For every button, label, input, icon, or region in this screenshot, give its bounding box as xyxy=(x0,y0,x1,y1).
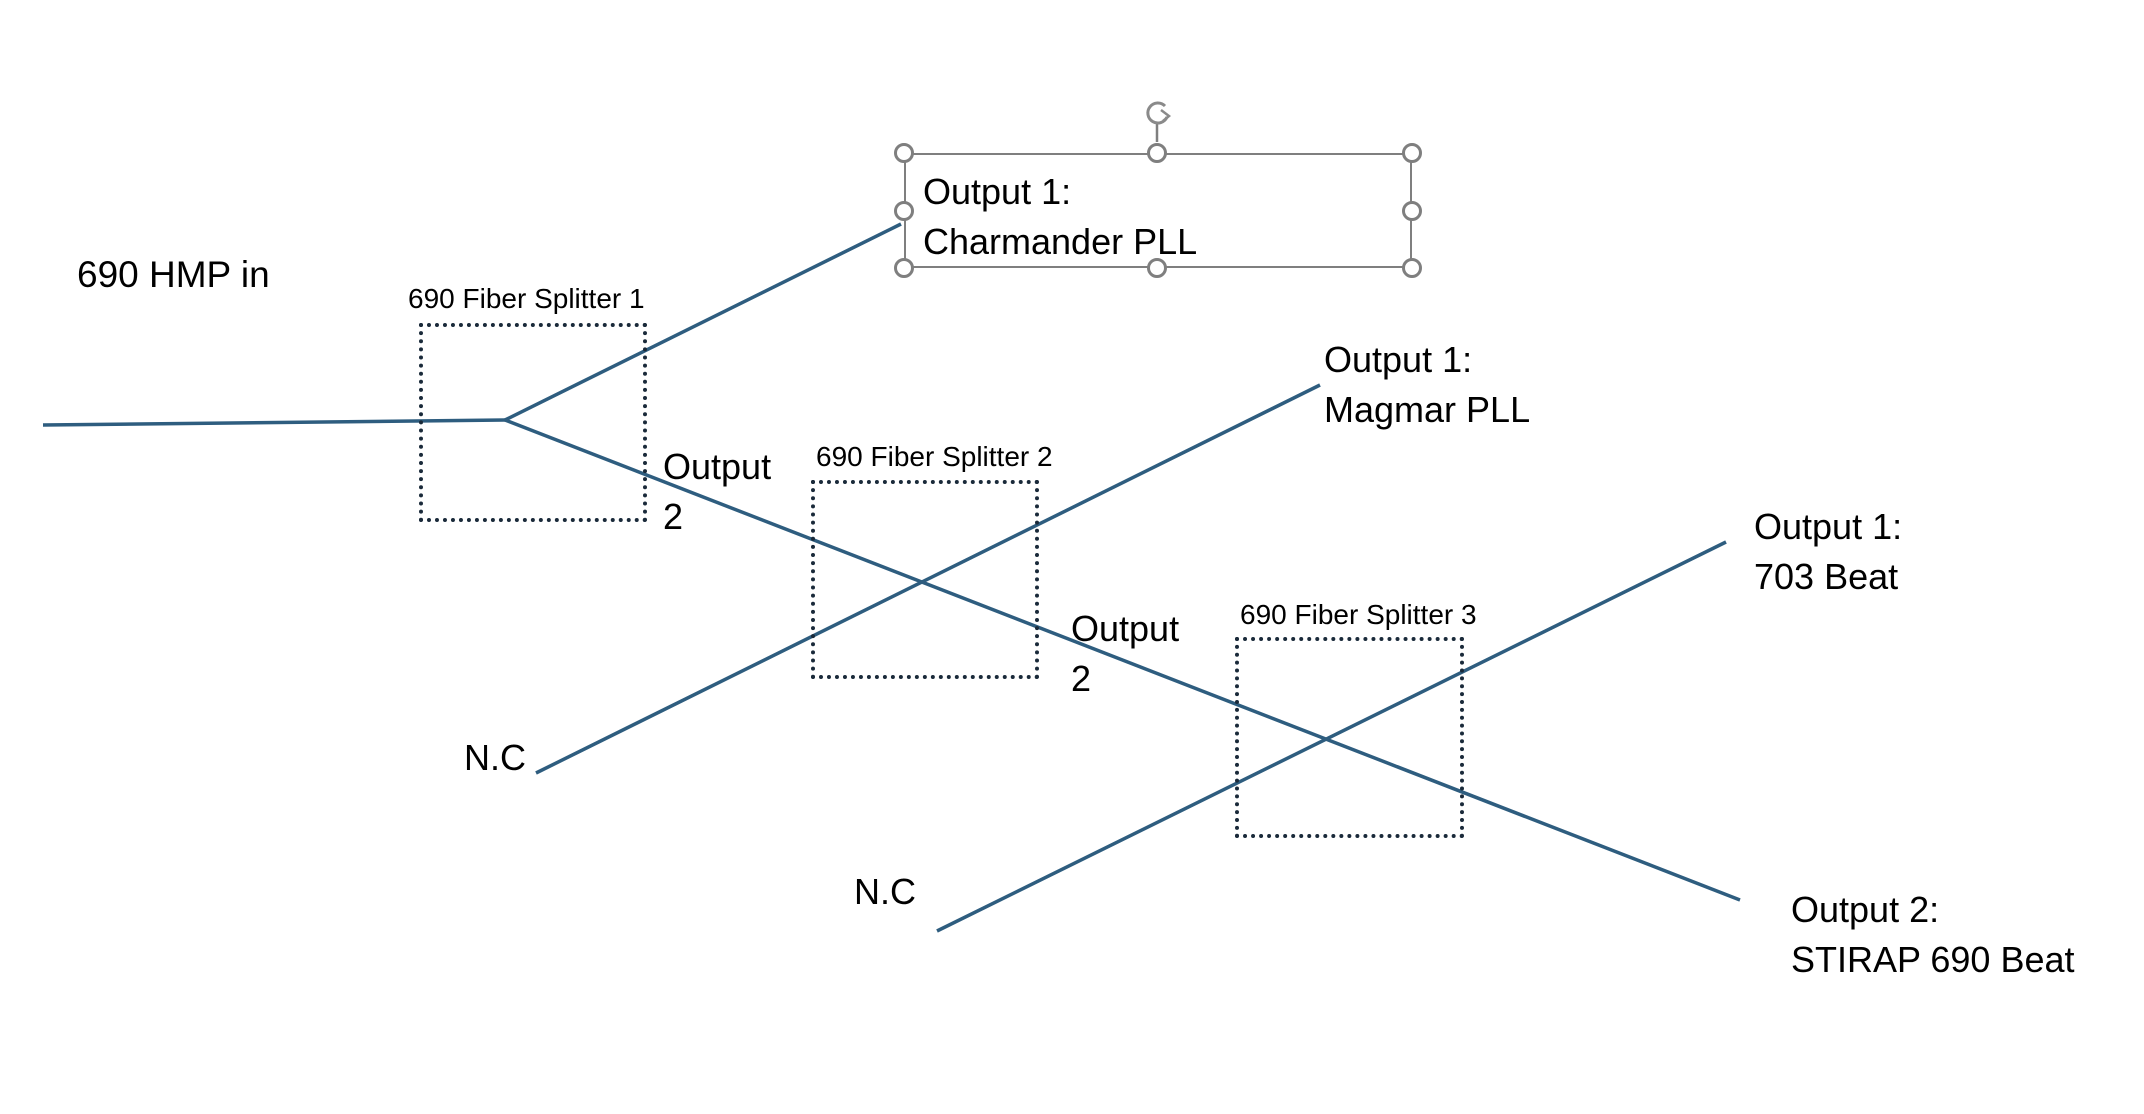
output-label-line1: Output xyxy=(663,446,772,487)
resize-handle-right[interactable] xyxy=(1402,201,1422,221)
main-output2-line[interactable] xyxy=(504,418,1741,902)
resize-handle-top[interactable] xyxy=(1147,143,1167,163)
output-label-line2: STIRAP 690 Beat xyxy=(1791,938,2075,980)
splitter2-magmar-line[interactable] xyxy=(535,383,1321,775)
output-label-line2: Magmar PLL xyxy=(1324,388,1531,430)
output-label-line1: Output 1: xyxy=(1324,339,1473,380)
magmar-output-label[interactable]: Output 1: Magmar PLL xyxy=(1324,335,1530,434)
splitter-1-output2-label[interactable]: Output 2 xyxy=(663,442,771,541)
resize-handle-left[interactable] xyxy=(894,201,914,221)
splitter-3-label[interactable]: 690 Fiber Splitter 3 xyxy=(1240,599,1477,630)
resize-handle-bottom-right[interactable] xyxy=(1402,258,1422,278)
nc-label-1[interactable]: N.C xyxy=(464,737,526,778)
output-label-line1: Output 1: xyxy=(1754,506,1903,547)
splitter-1-label[interactable]: 690 Fiber Splitter 1 xyxy=(408,283,645,314)
stirap-output-label[interactable]: Output 2: STIRAP 690 Beat xyxy=(1791,885,2075,984)
charmander-output-label[interactable]: Output 1: Charmander PLL xyxy=(923,167,1197,266)
output-label-line2: 2 xyxy=(1071,657,1092,699)
resize-handle-bottom-left[interactable] xyxy=(894,258,914,278)
input-fiber-line[interactable] xyxy=(42,418,506,427)
splitter1-output1-line[interactable] xyxy=(504,222,902,422)
output-label-line1: Output 1: xyxy=(923,171,1072,212)
splitter-2-output2-label[interactable]: Output 2 xyxy=(1071,604,1179,703)
resize-handle-bottom[interactable] xyxy=(1147,258,1167,278)
rotate-icon[interactable] xyxy=(1146,101,1169,125)
splitter-2-label[interactable]: 690 Fiber Splitter 2 xyxy=(816,441,1053,472)
rotate-handle[interactable] xyxy=(1146,101,1172,142)
nc-label-2[interactable]: N.C xyxy=(854,871,916,912)
resize-handle-top-right[interactable] xyxy=(1402,143,1422,163)
beat703-output-label[interactable]: Output 1: 703 Beat xyxy=(1754,502,1902,601)
resize-handle-top-left[interactable] xyxy=(894,143,914,163)
output-label-line2: 2 xyxy=(663,495,684,537)
input-label[interactable]: 690 HMP in xyxy=(77,254,270,295)
output-label-line2: 703 Beat xyxy=(1754,555,1899,597)
output-label-line2: Charmander PLL xyxy=(923,220,1198,262)
splitter-1-box[interactable] xyxy=(419,323,647,522)
splitter-3-box[interactable] xyxy=(1235,637,1464,838)
output-label-line1: Output xyxy=(1071,608,1180,649)
output-label-line1: Output 2: xyxy=(1791,889,1940,930)
splitter3-703beat-line[interactable] xyxy=(936,540,1727,933)
splitter-2-box[interactable] xyxy=(811,480,1039,679)
